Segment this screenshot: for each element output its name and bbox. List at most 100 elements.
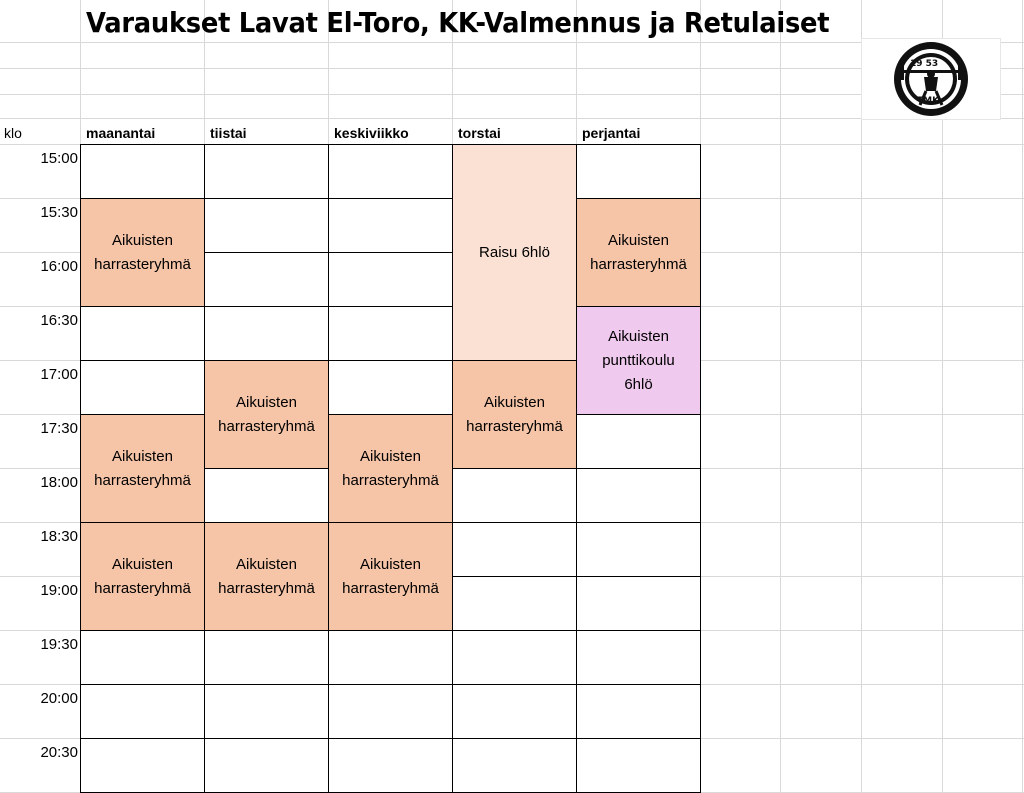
schedule-cell[interactable]: [328, 198, 453, 253]
schedule-cell[interactable]: [80, 738, 205, 793]
schedule-event[interactable]: Aikuisten harrasteryhmä: [328, 414, 453, 523]
schedule-cell[interactable]: [576, 738, 701, 793]
schedule-cell[interactable]: [576, 522, 701, 577]
event-label-line: Aikuisten: [112, 447, 173, 465]
schedule-cell[interactable]: [576, 144, 701, 199]
gridline: [0, 68, 1024, 69]
schedule-cell[interactable]: [80, 630, 205, 685]
gridline: [1022, 0, 1023, 793]
schedule-cell[interactable]: [80, 360, 205, 415]
time-label: 17:30: [40, 420, 78, 437]
logo-year-text: 19 53: [910, 59, 938, 69]
club-logo-icon: 19 53 TMK: [894, 42, 968, 116]
time-label: 15:00: [40, 150, 78, 167]
gridline: [942, 0, 943, 793]
schedule-cell[interactable]: [452, 576, 577, 631]
event-label: Aikuisten harrasteryhmä: [218, 553, 315, 601]
time-label: 16:30: [40, 312, 78, 329]
klo-header: klo: [4, 125, 22, 141]
schedule-cell[interactable]: [328, 630, 453, 685]
schedule-cell[interactable]: [328, 306, 453, 361]
time-label: 18:00: [40, 474, 78, 491]
day-header-keskiviikko: keskiviikko: [334, 125, 409, 141]
time-label: 19:00: [40, 582, 78, 599]
schedule-cell[interactable]: [204, 630, 329, 685]
event-label-line: Raisu 6hlö: [479, 243, 550, 261]
event-label: Aikuisten harrasteryhmä: [466, 391, 563, 439]
page-title: Varaukset Lavat El-Toro, KK-Valmennus ja…: [86, 6, 830, 39]
schedule-cell[interactable]: [328, 144, 453, 199]
event-label-line: Aikuisten: [360, 447, 421, 465]
gridline: [0, 42, 1024, 43]
schedule-cell[interactable]: [204, 198, 329, 253]
schedule-cell[interactable]: [452, 738, 577, 793]
event-label-line: harrasteryhmä: [94, 579, 191, 597]
gridline: [780, 0, 781, 793]
event-label-line: Aikuisten: [360, 555, 421, 573]
event-label-line: harrasteryhmä: [94, 471, 191, 489]
schedule-cell[interactable]: [204, 306, 329, 361]
schedule-cell[interactable]: [204, 738, 329, 793]
schedule-cell[interactable]: [452, 522, 577, 577]
schedule-cell[interactable]: [204, 252, 329, 307]
schedule-event[interactable]: Aikuisten harrasteryhmä: [452, 360, 577, 469]
time-label: 17:00: [40, 366, 78, 383]
schedule-cell[interactable]: [328, 738, 453, 793]
event-label: Aikuisten harrasteryhmä: [342, 445, 439, 493]
time-label: 20:30: [40, 744, 78, 761]
schedule-cell[interactable]: [576, 468, 701, 523]
event-label-line: 6hlö: [624, 375, 653, 393]
event-label-line: harrasteryhmä: [590, 255, 687, 273]
event-label-line: Aikuisten: [236, 393, 297, 411]
gridline: [0, 94, 1024, 95]
schedule-cell[interactable]: [576, 414, 701, 469]
event-label-line: harrasteryhmä: [342, 471, 439, 489]
event-label-line: Aikuisten: [236, 555, 297, 573]
schedule-event[interactable]: Aikuisten harrasteryhmä: [204, 360, 329, 469]
schedule-cell[interactable]: [452, 684, 577, 739]
schedule-event[interactable]: Aikuisten harrasteryhmä: [80, 414, 205, 523]
event-label: Aikuisten harrasteryhmä: [590, 229, 687, 277]
schedule-cell[interactable]: [328, 360, 453, 415]
event-label-line: harrasteryhmä: [218, 417, 315, 435]
event-label-line: Aikuisten: [112, 231, 173, 249]
schedule-event[interactable]: Aikuisten harrasteryhmä: [204, 522, 329, 631]
event-label-line: harrasteryhmä: [218, 579, 315, 597]
day-header-maanantai: maanantai: [86, 125, 156, 141]
event-label-line: Aikuisten: [608, 231, 669, 249]
event-label-line: punttikoulu: [602, 351, 675, 369]
day-header-torstai: torstai: [458, 125, 501, 141]
schedule-cell[interactable]: [80, 144, 205, 199]
schedule-cell[interactable]: [204, 684, 329, 739]
event-label-line: harrasteryhmä: [466, 417, 563, 435]
event-label: Aikuisten punttikoulu 6hlö: [602, 325, 675, 397]
schedule-cell[interactable]: [576, 630, 701, 685]
schedule-event[interactable]: Aikuisten punttikoulu 6hlö: [576, 306, 701, 415]
schedule-event[interactable]: Raisu 6hlö: [452, 144, 577, 361]
gridline: [861, 0, 862, 793]
time-label: 16:00: [40, 258, 78, 275]
schedule-cell[interactable]: [328, 252, 453, 307]
schedule-cell[interactable]: [80, 684, 205, 739]
schedule-cell[interactable]: [80, 306, 205, 361]
day-header-perjantai: perjantai: [582, 125, 641, 141]
schedule-cell[interactable]: [204, 144, 329, 199]
schedule-cell[interactable]: [576, 576, 701, 631]
schedule-cell[interactable]: [576, 684, 701, 739]
schedule-cell[interactable]: [452, 630, 577, 685]
event-label: Aikuisten harrasteryhmä: [94, 445, 191, 493]
event-label-line: Aikuisten: [484, 393, 545, 411]
event-label-line: Aikuisten: [608, 327, 669, 345]
schedule-event[interactable]: Aikuisten harrasteryhmä: [576, 198, 701, 307]
time-label: 19:30: [40, 636, 78, 653]
schedule-cell[interactable]: [452, 468, 577, 523]
time-label: 20:00: [40, 690, 78, 707]
schedule-cell[interactable]: [204, 468, 329, 523]
logo-container: 19 53 TMK: [861, 38, 1001, 120]
schedule-cell[interactable]: [328, 684, 453, 739]
